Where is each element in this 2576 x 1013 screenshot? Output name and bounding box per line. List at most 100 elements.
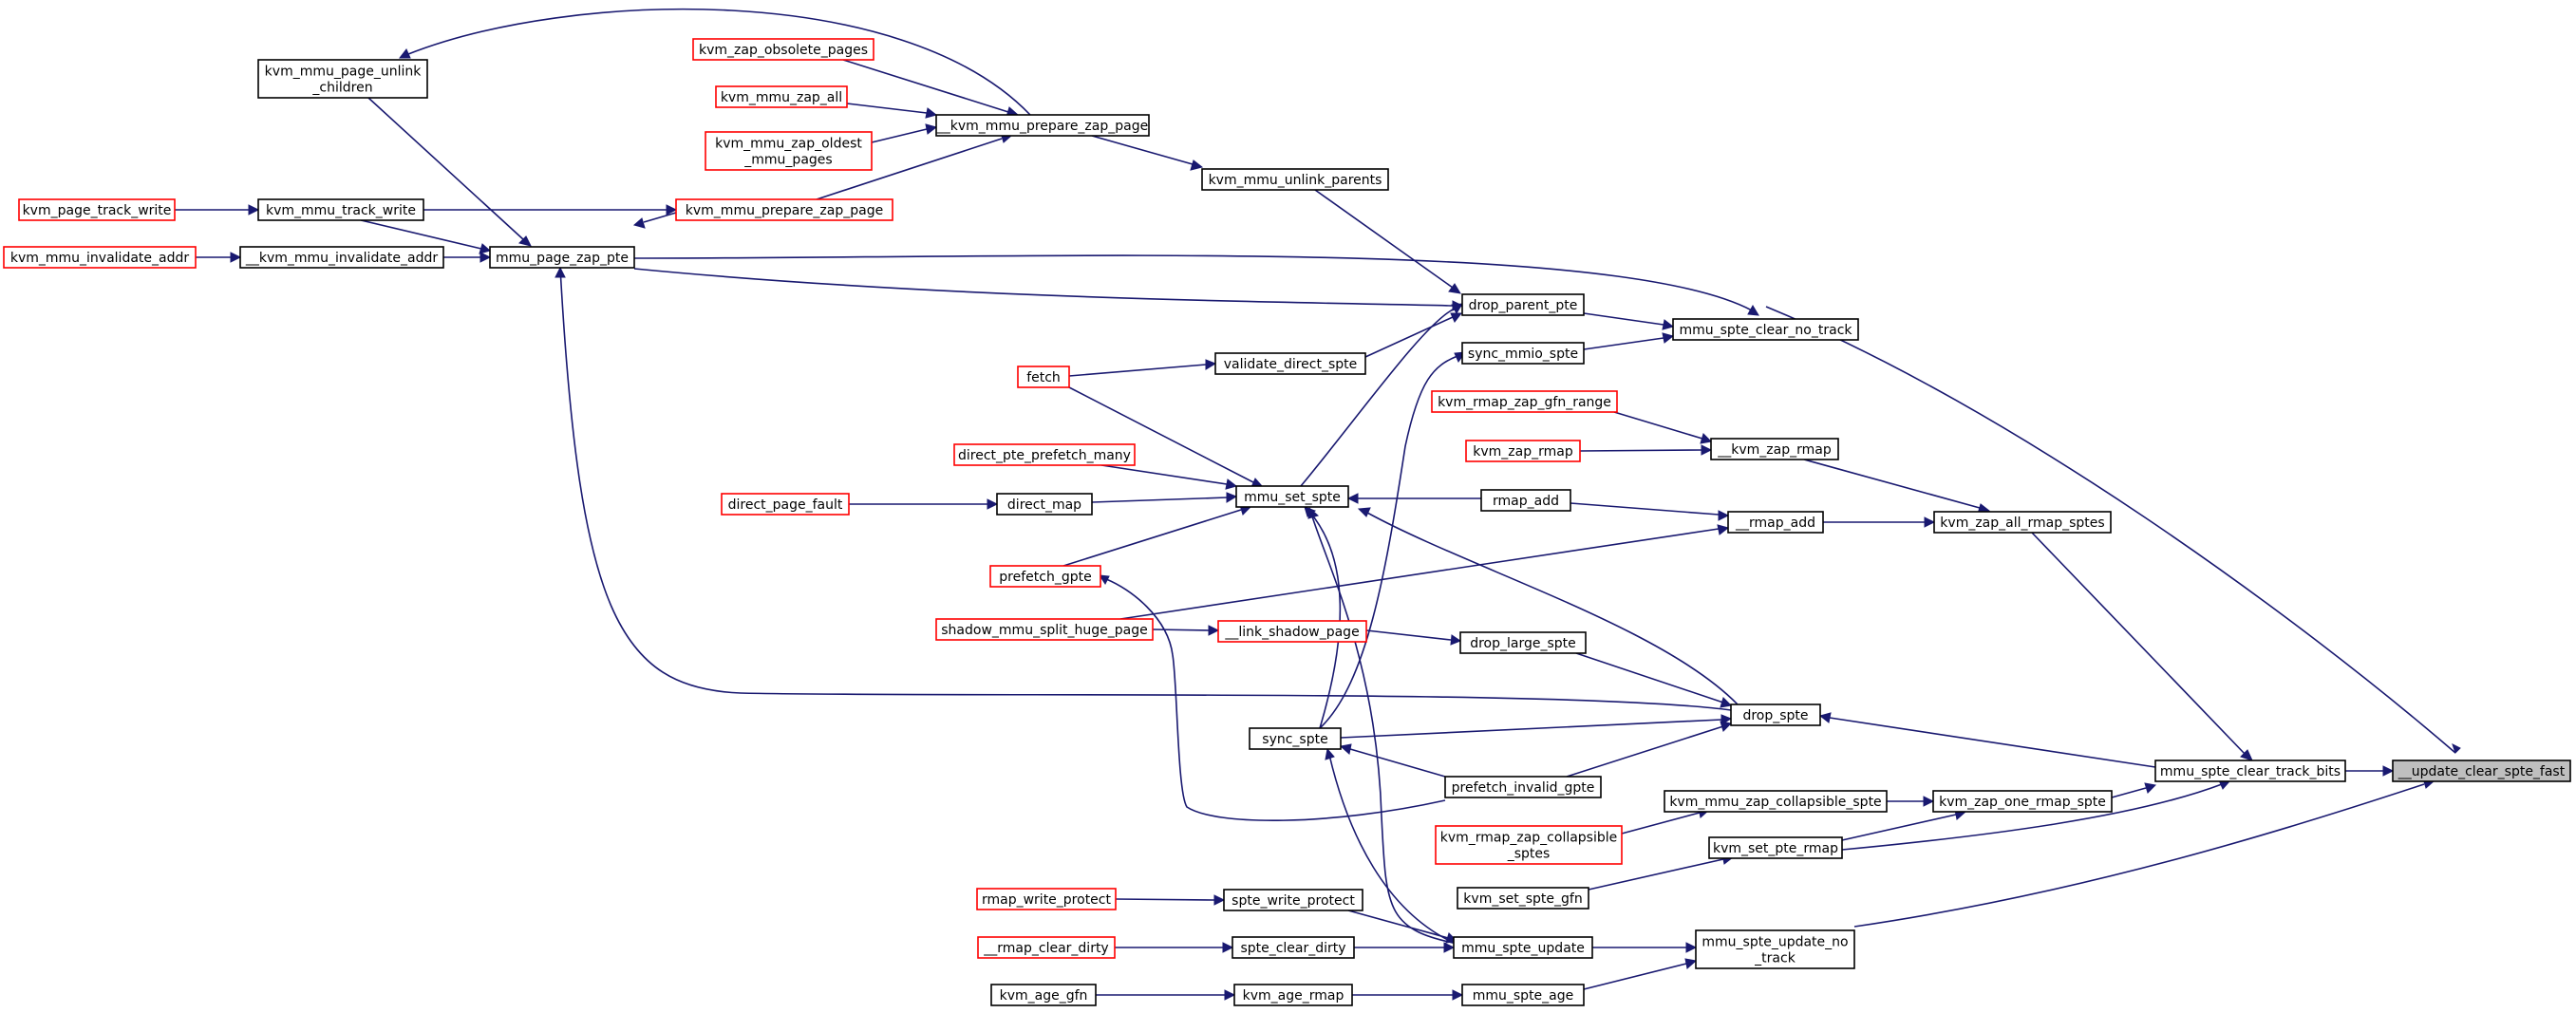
node-label: kvm_page_track_write (23, 203, 172, 218)
arrowhead-icon (1718, 510, 1730, 521)
function-node-kvm-zap-rmap-inner[interactable]: __kvm_zap_rmap (1710, 438, 1839, 460)
function-node-prefetch-invalid-gpte[interactable]: prefetch_invalid_gpte (1444, 776, 1602, 798)
function-node-spte-clear-dirty[interactable]: spte_clear_dirty (1232, 936, 1355, 959)
node-label: kvm_zap_all_rmap_sptes (1940, 516, 2104, 531)
function-node-kvm-mmu-zap-oldest-mmu-pages[interactable]: kvm_mmu_zap_oldest_mmu_pages (705, 131, 873, 171)
arrowhead-icon (1448, 283, 1461, 294)
call-edge-kvm-age-gfn-to-kvm-age-rmap (1096, 989, 1236, 1001)
function-node-fetch[interactable]: fetch (1017, 366, 1070, 388)
function-node-kvm-set-pte-rmap[interactable]: kvm_set_pte_rmap (1708, 836, 1843, 859)
function-node-mmu-page-zap-pte[interactable]: mmu_page_zap_pte (489, 246, 635, 269)
node-label: sync_spte (1262, 732, 1327, 747)
call-edge-drop-spte-to-mmu-page-zap-pte (555, 266, 1732, 711)
function-node-rmap-write-protect[interactable]: rmap_write_protect (976, 888, 1117, 910)
function-node-kvm-mmu-prepare-zap-page-inner[interactable]: __kvm_mmu_prepare_zap_page (935, 114, 1150, 137)
function-node-rmap-add[interactable]: rmap_add (1480, 489, 1571, 512)
function-node-mmu-spte-update-no-track[interactable]: mmu_spte_update_no_track (1695, 929, 1855, 969)
function-node-kvm-mmu-invalidate-addr[interactable]: kvm_mmu_invalidate_addr (3, 246, 197, 269)
node-box (1459, 631, 1587, 654)
function-node-kvm-zap-all-rmap-sptes[interactable]: kvm_zap_all_rmap_sptes (1933, 511, 2112, 534)
node-label: _mmu_pages (743, 153, 832, 168)
node-label: prefetch_gpte (999, 570, 1091, 585)
node-label: kvm_age_rmap (1243, 988, 1344, 1004)
function-node-mmu-spte-update[interactable]: mmu_spte_update (1453, 936, 1593, 959)
node-label: kvm_set_spte_gfn (1463, 891, 1582, 907)
node-label: __rmap_clear_dirty (983, 941, 1108, 956)
node-box (1453, 936, 1593, 959)
arrowhead-icon (1304, 506, 1317, 517)
function-node-kvm-mmu-invalidate-addr-inner[interactable]: __kvm_mmu_invalidate_addr (239, 246, 444, 269)
function-node-kvm-set-spte-gfn[interactable]: kvm_set_spte_gfn (1457, 887, 1589, 910)
arrowhead-icon (1213, 894, 1226, 906)
function-node-prefetch-gpte[interactable]: prefetch_gpte (989, 565, 1101, 588)
call-edge-drop-spte-to-mmu-set-spte (1357, 507, 1739, 705)
function-node-rmap-clear-dirty[interactable]: __rmap_clear_dirty (977, 936, 1116, 959)
node-box (489, 246, 635, 269)
function-node-shadow-mmu-split-huge-page[interactable]: shadow_mmu_split_huge_page (935, 618, 1154, 641)
node-label: prefetch_invalid_gpte (1452, 780, 1595, 796)
function-node-update-clear-spte-fast[interactable]: __update_clear_spte_fast (2392, 760, 2571, 782)
arrowhead-icon (987, 498, 999, 510)
call-edge-prefetch-invalid-gpte-to-sync-spte (1339, 743, 1446, 778)
call-edge-kvm-zap-obsolete-pages-to-kvm-mmu-prepare-zap-page-inner (842, 59, 1020, 118)
function-node-kvm-mmu-prepare-zap-page[interactable]: kvm_mmu_prepare_zap_page (675, 198, 893, 221)
function-node-kvm-age-gfn[interactable]: kvm_age_gfn (990, 984, 1097, 1006)
call-edge-sync-spte-to-mmu-set-spte (1304, 506, 1342, 729)
function-node-kvm-mmu-zap-all[interactable]: kvm_mmu_zap_all (715, 85, 848, 108)
node-label: kvm_mmu_prepare_zap_page (686, 203, 883, 218)
arrowhead-icon (1225, 478, 1238, 490)
function-node-kvm-zap-rmap[interactable]: kvm_zap_rmap (1465, 440, 1581, 462)
node-box (1933, 511, 2112, 534)
function-node-sync-mmio-spte[interactable]: sync_mmio_spte (1461, 342, 1585, 365)
node-box (1214, 352, 1366, 375)
function-node-drop-parent-pte[interactable]: drop_parent_pte (1461, 293, 1585, 316)
function-node-spte-write-protect[interactable]: spte_write_protect (1223, 889, 1363, 911)
node-box (692, 38, 874, 61)
function-node-mmu-spte-age[interactable]: mmu_spte_age (1461, 984, 1585, 1006)
arrowhead-icon (1226, 492, 1238, 503)
function-node-kvm-age-rmap[interactable]: kvm_age_rmap (1233, 984, 1353, 1006)
function-node-direct-page-fault[interactable]: direct_page_fault (721, 493, 850, 516)
function-node-kvm-rmap-zap-collapsible-sptes[interactable]: kvm_rmap_zap_collapsible_sptes (1435, 825, 1623, 865)
arrowhead-icon (632, 217, 646, 229)
node-box (996, 493, 1093, 516)
function-node-direct-map[interactable]: direct_map (996, 493, 1093, 516)
node-box (675, 198, 893, 221)
function-node-mmu-spte-clear-no-track[interactable]: mmu_spte_clear_no_track (1672, 318, 1859, 341)
node-label: kvm_mmu_zap_oldest (715, 137, 862, 152)
node-box (1480, 489, 1571, 512)
node-box (257, 59, 428, 99)
function-node-kvm-mmu-page-unlink-children[interactable]: kvm_mmu_page_unlink_children (257, 59, 428, 99)
function-node-drop-large-spte[interactable]: drop_large_spte (1459, 631, 1587, 654)
function-node-kvm-rmap-zap-gfn-range[interactable]: kvm_rmap_zap_gfn_range (1431, 390, 1618, 413)
function-node-rmap-add-inner[interactable]: __rmap_add (1727, 511, 1824, 534)
node-label: _children (311, 81, 372, 96)
node-box (1217, 620, 1367, 643)
node-box (989, 565, 1101, 588)
function-node-mmu-spte-clear-track-bits[interactable]: mmu_spte_clear_track_bits (2154, 760, 2346, 782)
function-node-kvm-mmu-track-write[interactable]: kvm_mmu_track_write (257, 198, 424, 221)
call-edge-mmu-spte-clear-no-track-to-update-clear-spte-fast (1765, 306, 2461, 754)
function-node-kvm-page-track-write[interactable]: kvm_page_track_write (18, 198, 176, 221)
function-node-drop-spte[interactable]: drop_spte (1730, 703, 1821, 726)
function-node-link-shadow-page[interactable]: __link_shadow_page (1217, 620, 1367, 643)
function-node-validate-direct-spte[interactable]: validate_direct_spte (1214, 352, 1366, 375)
call-edge-kvm-mmu-zap-collapsible-spte-to-kvm-zap-one-rmap-spte (1887, 796, 1935, 807)
function-node-mmu-set-spte[interactable]: mmu_set_spte (1235, 485, 1349, 508)
function-node-kvm-mmu-unlink-parents[interactable]: kvm_mmu_unlink_parents (1201, 168, 1389, 191)
arrowhead-icon (1190, 159, 1204, 171)
function-node-kvm-zap-one-rmap-spte[interactable]: kvm_zap_one_rmap_spte (1932, 790, 2113, 813)
arrowhead-icon (1098, 574, 1110, 585)
function-node-direct-pte-prefetch-many[interactable]: direct_pte_prefetch_many (953, 443, 1136, 466)
node-label: kvm_mmu_zap_all (721, 90, 842, 105)
function-node-kvm-zap-obsolete-pages[interactable]: kvm_zap_obsolete_pages (692, 38, 874, 61)
node-box (1672, 318, 1859, 341)
function-node-kvm-mmu-zap-collapsible-spte[interactable]: kvm_mmu_zap_collapsible_spte (1664, 790, 1888, 813)
node-label: __kvm_mmu_invalidate_addr (245, 251, 439, 266)
call-edge-spte-write-protect-to-mmu-spte-update (1347, 910, 1458, 944)
function-node-sync-spte[interactable]: sync_spte (1249, 727, 1342, 750)
node-box (721, 493, 850, 516)
node-label: direct_map (1007, 497, 1081, 513)
node-label: kvm_age_gfn (1000, 988, 1088, 1004)
